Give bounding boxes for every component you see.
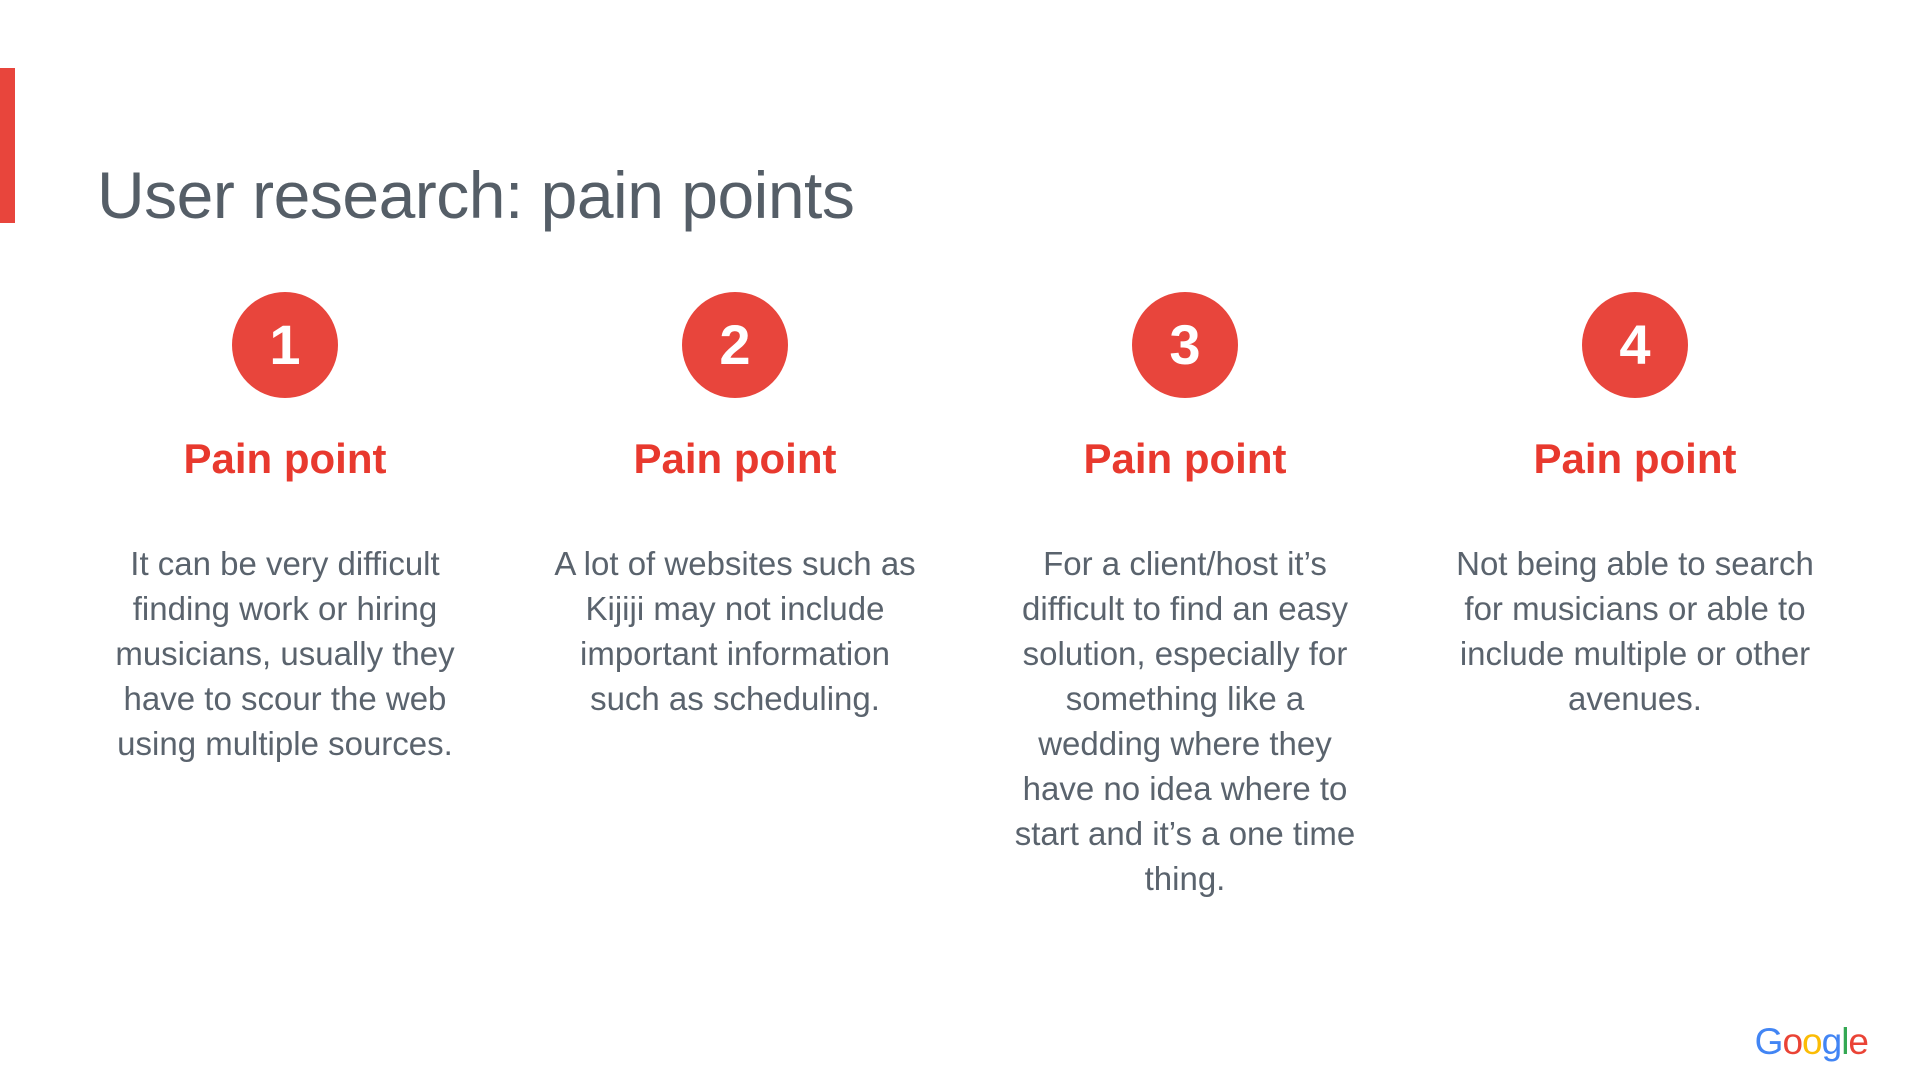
pain-point-heading: Pain point xyxy=(1533,435,1737,482)
pain-point-heading: Pain point xyxy=(1083,435,1287,482)
pain-point-description: Not being able to search for musicians o… xyxy=(1456,545,1814,718)
logo-letter: l xyxy=(1841,1021,1849,1062)
number-badge-3: 3 xyxy=(1132,292,1238,398)
pain-point-column-2: 2 Pain point A lot of websites such as K… xyxy=(510,292,960,901)
number-badge-1: 1 xyxy=(232,292,338,398)
badge-number: 1 xyxy=(269,313,301,376)
logo-letter: G xyxy=(1754,1021,1784,1062)
pain-point-heading: Pain point xyxy=(633,435,837,482)
pain-point-description: A lot of websites such as Kijiji may not… xyxy=(554,545,916,718)
pain-point-column-3: 3 Pain point For a client/host it’s diff… xyxy=(960,292,1410,901)
number-badge-4: 4 xyxy=(1582,292,1688,398)
accent-bar xyxy=(0,68,15,223)
logo-letter: e xyxy=(1848,1021,1869,1062)
page-title: User research: pain points xyxy=(97,158,855,233)
google-logo: Google xyxy=(1754,1021,1869,1062)
badge-number: 2 xyxy=(719,313,751,376)
pain-point-description: It can be very difficult finding work or… xyxy=(115,545,455,763)
logo-letter: g xyxy=(1821,1021,1843,1062)
badge-number: 3 xyxy=(1169,313,1201,376)
logo-letter: o xyxy=(1802,1021,1823,1062)
pain-points-row: 1 Pain point It can be very difficult fi… xyxy=(60,292,1860,901)
pain-point-column-1: 1 Pain point It can be very difficult fi… xyxy=(60,292,510,901)
pain-point-description: For a client/host it’s difficult to find… xyxy=(1014,545,1356,898)
pain-point-column-4: 4 Pain point Not being able to search fo… xyxy=(1410,292,1860,901)
pain-point-heading: Pain point xyxy=(183,435,387,482)
number-badge-2: 2 xyxy=(682,292,788,398)
badge-number: 4 xyxy=(1619,313,1651,376)
logo-letter: o xyxy=(1782,1021,1803,1062)
